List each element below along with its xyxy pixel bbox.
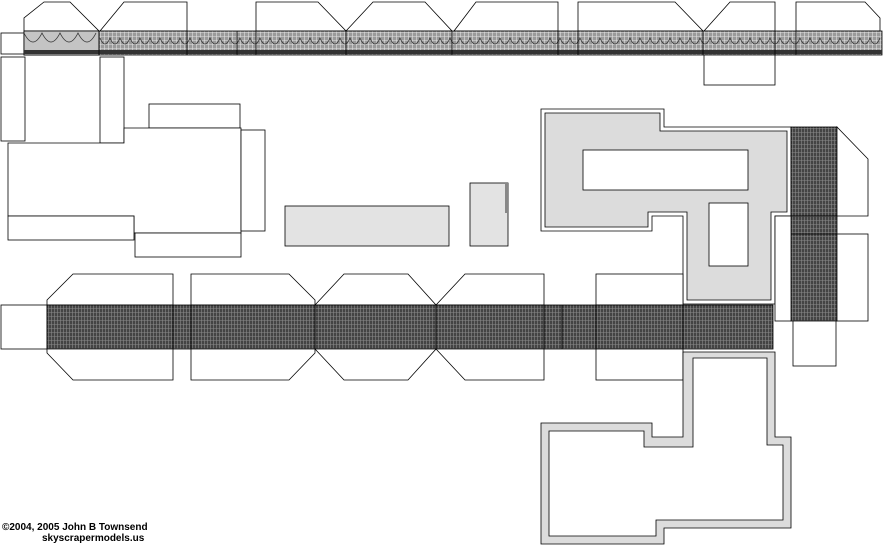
middle-brick-band bbox=[46, 304, 774, 350]
right-brick-lower bbox=[790, 215, 838, 322]
left-box-bottom-flap-1 bbox=[7, 215, 135, 241]
right-column-lower-tab bbox=[836, 233, 869, 322]
roof-piece-small-shadow bbox=[505, 183, 508, 213]
top-tab-8 bbox=[795, 1, 881, 32]
middle-upper-tab-5 bbox=[595, 273, 684, 306]
top-tab-7 bbox=[703, 1, 776, 32]
middle-upper-tab-3 bbox=[314, 273, 437, 306]
top-left-end-cap bbox=[0, 32, 25, 55]
middle-upper-tab-4 bbox=[435, 273, 545, 306]
left-box-top-tab bbox=[148, 103, 241, 129]
middle-lower-tab-3 bbox=[314, 348, 437, 381]
top-tab-2 bbox=[99, 1, 188, 32]
credits: ©2004, 2005 John B Townsend skyscrapermo… bbox=[2, 522, 148, 544]
top-tab-6 bbox=[577, 1, 704, 32]
website-text: skyscrapermodels.us bbox=[42, 533, 145, 544]
right-column-left-tab bbox=[774, 215, 792, 322]
right-brick-column bbox=[774, 126, 869, 367]
lower-frame-inner bbox=[548, 357, 784, 537]
middle-left-end-cap bbox=[0, 304, 48, 350]
upper-roof-inner-surface bbox=[544, 112, 788, 301]
upper-roof-outline bbox=[540, 108, 792, 305]
left-box-flap-2 bbox=[99, 56, 125, 144]
top-band-fold-lines bbox=[98, 31, 797, 55]
middle-lower-tab-5 bbox=[595, 348, 684, 381]
left-box-net bbox=[0, 56, 266, 258]
copyright-text: ©2004, 2005 John B Townsend bbox=[2, 522, 148, 533]
top-tab-1 bbox=[23, 1, 100, 32]
right-brick-upper bbox=[790, 126, 838, 217]
middle-band-fold-lines bbox=[172, 305, 684, 349]
upper-roof-opening-long bbox=[582, 149, 749, 191]
right-column-upper-tab bbox=[836, 126, 869, 217]
right-column-bottom-tab bbox=[792, 320, 837, 367]
middle-lower-tab-2 bbox=[190, 348, 316, 381]
center-roof-pieces bbox=[284, 182, 509, 247]
top-strip bbox=[0, 1, 883, 86]
left-box-flap-1 bbox=[0, 56, 26, 142]
middle-upper-tab-1 bbox=[46, 273, 174, 306]
top-band-arches bbox=[23, 32, 881, 45]
top-tab-5 bbox=[453, 1, 559, 32]
left-box-bottom-flap-2 bbox=[134, 232, 242, 258]
middle-upper-tab-2 bbox=[190, 273, 316, 306]
top-tab-4 bbox=[345, 1, 453, 32]
roof-piece-small bbox=[469, 182, 509, 247]
lower-frame bbox=[540, 351, 792, 545]
middle-strip bbox=[0, 273, 774, 381]
left-box-right-flap bbox=[240, 129, 266, 232]
top-strip-lower-tab bbox=[703, 54, 776, 86]
top-tab-3 bbox=[255, 1, 347, 32]
middle-lower-tab-4 bbox=[435, 348, 545, 381]
roof-piece-long bbox=[284, 205, 450, 247]
middle-lower-tab-1 bbox=[46, 348, 174, 381]
upper-roof-opening-square bbox=[708, 202, 749, 267]
